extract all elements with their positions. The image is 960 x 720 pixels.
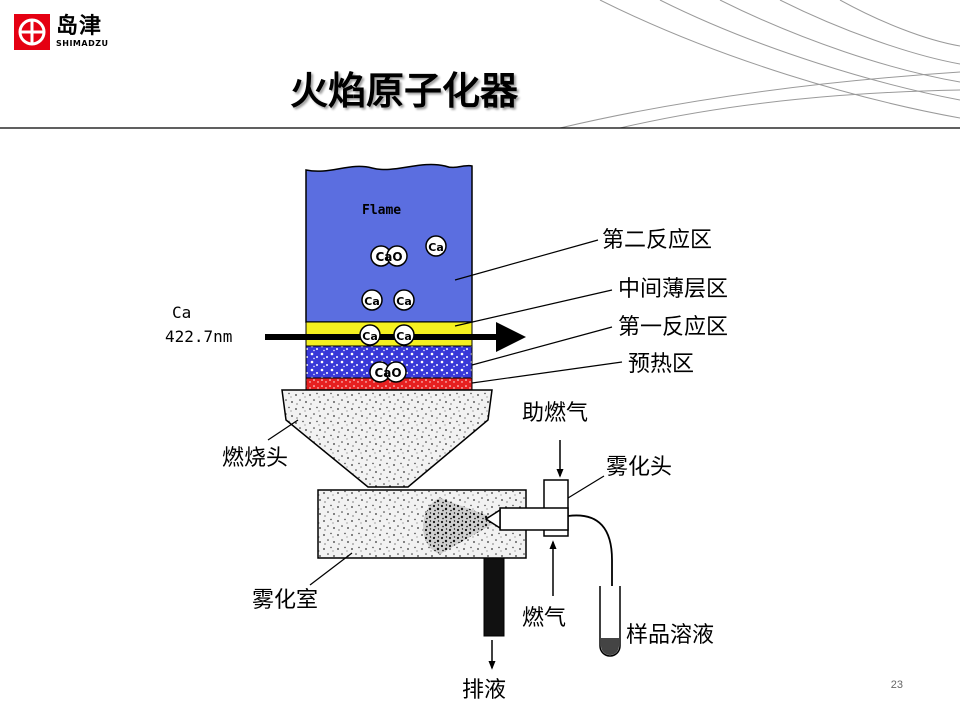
nebulizer-label: 雾化头 [606, 455, 672, 480]
molecule-ca-2: Ca [361, 289, 383, 311]
molecule-ca-3: Ca [393, 289, 415, 311]
molecule-ca-1: Ca [425, 235, 447, 257]
svg-text:Ca: Ca [396, 330, 412, 343]
brand-name-cn: 岛津 [56, 14, 103, 39]
molecule-cao-1: CaO [370, 245, 408, 267]
page-title: 火焰原子化器 [290, 69, 519, 113]
spray-plume [423, 498, 500, 554]
svg-text:Ca: Ca [362, 330, 378, 343]
svg-text:Ca: Ca [396, 295, 412, 308]
zone-label-second-reaction: 第二反应区 [602, 228, 712, 253]
molecule-cao-2: CaO [369, 361, 407, 383]
sample-solution-label: 样品溶液 [626, 623, 714, 648]
molecule-ca-4: Ca [359, 324, 381, 346]
shimadzu-logo: 岛津 SHIMADZU [14, 14, 109, 50]
svg-text:Ca: Ca [364, 295, 380, 308]
header-decoration [0, 0, 960, 129]
drain-label: 排液 [462, 678, 506, 703]
fuel-gas-label: 燃气 [522, 606, 566, 631]
svg-text:CaO: CaO [375, 250, 402, 264]
zone-label-preheat: 预热区 [628, 352, 694, 377]
molecule-ca-5: Ca [393, 324, 415, 346]
zone-label-first-reaction: 第一反应区 [618, 315, 728, 340]
zone-label-thin-layer: 中间薄层区 [618, 277, 728, 302]
light-source-element: Ca [172, 303, 191, 322]
oxidant-gas-label: 助燃气 [522, 401, 588, 426]
svg-text:Ca: Ca [428, 241, 444, 254]
sample-capillary [567, 514, 613, 632]
light-source-wavelength: 422.7nm [165, 327, 232, 346]
burner-head-label: 燃烧头 [222, 446, 288, 471]
drain-tube [483, 557, 505, 637]
nebulizer [484, 479, 569, 537]
flame-zone-second-reaction [305, 163, 473, 323]
brand-name-en: SHIMADZU [56, 39, 109, 48]
svg-text:CaO: CaO [374, 366, 401, 380]
spray-chamber-label: 雾化室 [252, 588, 318, 613]
burner-head [281, 389, 493, 488]
shimadzu-mark-icon [14, 14, 50, 50]
flame-label: Flame [362, 203, 401, 218]
sample-tube [599, 586, 621, 657]
page-number: 23 [890, 679, 903, 691]
